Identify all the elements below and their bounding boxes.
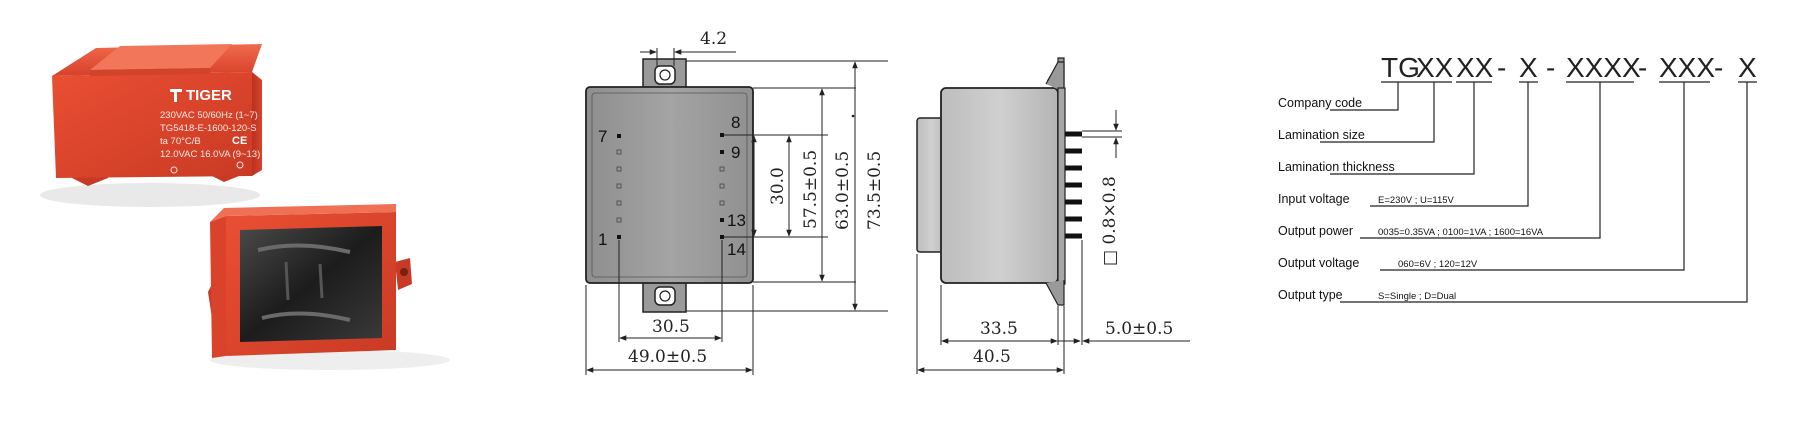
field-desc-input-voltage: E=230V ; U=115V xyxy=(1378,195,1455,206)
label-line-3: ta 70°C/B xyxy=(160,136,201,147)
code-sep-2: - xyxy=(1546,52,1555,83)
dim-5-0-label: 5.0±0.5 xyxy=(1105,319,1173,339)
horizontal-dimensions-front xyxy=(585,240,754,375)
dim-4-2-label: 4.2 xyxy=(700,29,727,49)
dim-57-5-label: 57.5±0.5 xyxy=(801,150,821,229)
dimension-extension-lines xyxy=(686,60,888,312)
dim-30-0-label: 30.0 xyxy=(768,167,788,205)
dim-33-5-label: 33.5 xyxy=(980,319,1018,339)
code-seg-company: TG xyxy=(1381,52,1420,83)
label-line-1: 230VAC 50/60Hz (1~7) xyxy=(160,110,258,121)
pin-label-14: 14 xyxy=(727,240,746,259)
side-pins xyxy=(1065,131,1082,239)
code-sep-1: - xyxy=(1497,52,1506,83)
product-photo: TIGER 230VAC 50/60Hz (1~7) TG5418-E-1600… xyxy=(40,44,450,370)
field-label-output-type: Output type xyxy=(1278,288,1343,302)
field-desc-output-voltage: 060=6V ; 120=12V xyxy=(1398,259,1478,270)
code-leader-lines xyxy=(1320,81,1757,303)
brand-mark-icon xyxy=(170,89,182,102)
field-desc-output-type: S=Single ; D=Dual xyxy=(1378,291,1456,302)
transformer-photo-bottom xyxy=(208,204,450,370)
dim-pin-size xyxy=(1082,110,1122,158)
transformer-photo-top: TIGER 230VAC 50/60Hz (1~7) TG5418-E-1600… xyxy=(40,44,262,207)
ce-mark: CE xyxy=(232,135,247,147)
dim-30-5-label: 30.5 xyxy=(652,317,690,337)
code-sep-3: - xyxy=(1638,52,1647,83)
code-seg-input: X xyxy=(1519,52,1538,83)
code-sep-4: - xyxy=(1714,52,1723,83)
field-label-lamination-thickness: Lamination thickness xyxy=(1278,160,1395,174)
field-label-input-voltage: Input voltage xyxy=(1278,192,1350,206)
field-label-company-code: Company code xyxy=(1278,96,1362,110)
vertical-dimensions xyxy=(751,61,858,311)
pin-label-1: 1 xyxy=(598,230,607,249)
dim-40-5-label: 40.5 xyxy=(973,347,1011,367)
pin-label-9: 9 xyxy=(731,143,740,162)
label-line-2: TG5418-E-1600-120-S xyxy=(160,123,257,134)
dim-4-2 xyxy=(640,48,736,66)
field-label-output-voltage: Output voltage xyxy=(1278,256,1359,270)
dim-73-5-label: 73.5±0.5 xyxy=(865,151,885,230)
side-body xyxy=(940,87,1059,284)
code-seg-power: XXXX xyxy=(1566,52,1641,83)
brand-logo: TIGER xyxy=(186,87,232,104)
ordering-code-diagram: TG XX XX - X - XXXX - XXX - X Company co xyxy=(1278,52,1757,303)
field-label-lamination-size: Lamination size xyxy=(1278,128,1365,142)
side-view-drawing: □ 0.8×0.8 33.5 5.0±0.5 40.5 xyxy=(916,57,1190,374)
dim-63-0-label: 63.0±0.5 xyxy=(833,151,853,230)
field-desc-output-power: 0035=0.35VA ; 0100=1VA ; 1600=16VA xyxy=(1378,227,1544,238)
pin-label-7: 7 xyxy=(598,127,607,146)
dim-pin-size-label: □ 0.8×0.8 xyxy=(1100,176,1120,266)
label-line-4: 12.0VAC 16.0VA (9~13) xyxy=(160,149,260,160)
code-seg-out-voltage: XXX xyxy=(1659,52,1715,83)
pin-label-13: 13 xyxy=(727,211,746,230)
front-view-drawing: 7 1 8 9 13 14 4.2 xyxy=(585,29,888,375)
field-label-output-power: Output power xyxy=(1278,224,1353,238)
code-seg-out-type: X xyxy=(1738,52,1757,83)
code-seg-lam-thick: XX xyxy=(1456,52,1494,83)
dim-49-0-label: 49.0±0.5 xyxy=(628,347,707,367)
pin-label-8: 8 xyxy=(731,113,740,132)
pin-grid xyxy=(616,133,725,239)
code-seg-lam-size: XX xyxy=(1416,52,1454,83)
horizontal-dimensions-side xyxy=(916,240,1190,374)
